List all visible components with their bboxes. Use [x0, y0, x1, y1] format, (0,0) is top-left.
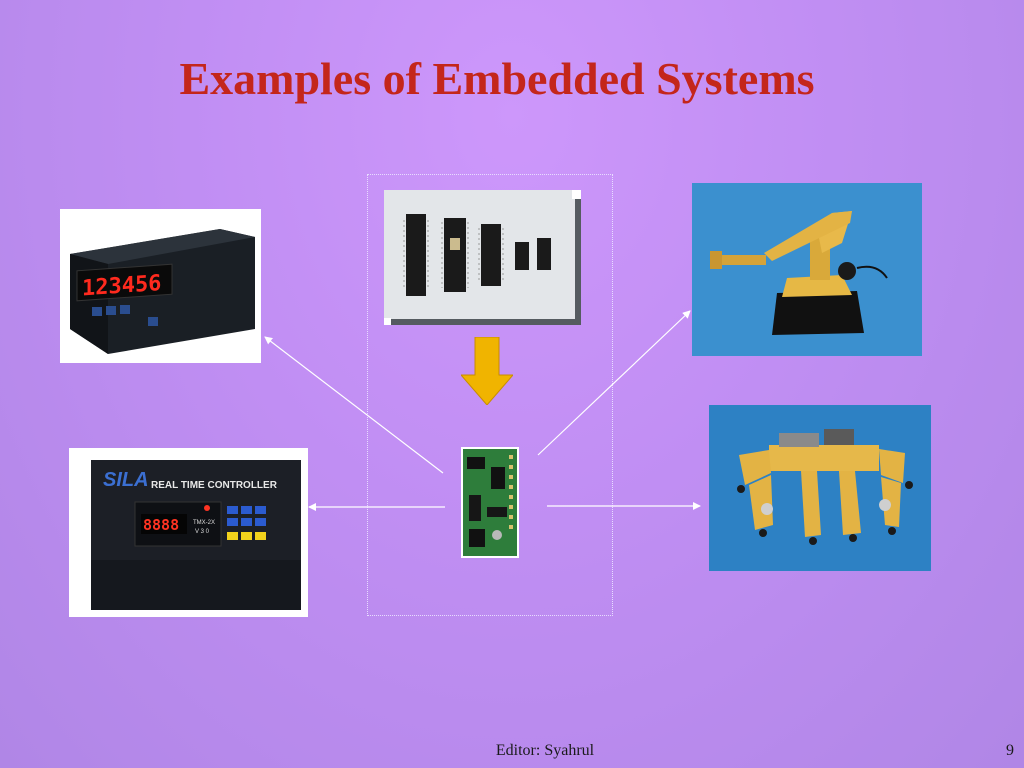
footer-editor: Editor: Syahrul: [495, 742, 595, 759]
controller-display: 8888: [143, 516, 179, 534]
page-number: 9: [1006, 742, 1014, 759]
circuit-board-photo: [461, 447, 519, 558]
memory-chips-photo: [384, 190, 581, 325]
controller-model: TMX-2X: [193, 520, 215, 526]
robot-arm-photo: [692, 183, 922, 356]
controller-photo: SILA REAL TIME CONTROLLER 8888 TMX-2X V …: [69, 448, 308, 617]
panel-meter-display: 123456: [82, 271, 161, 302]
embedded-group-box: [367, 174, 613, 616]
down-arrow-icon: [461, 337, 513, 405]
hexapod-robot-photo: [709, 405, 931, 571]
slide-title: Examples of Embedded Systems: [179, 53, 815, 104]
controller-brand: SILA: [103, 469, 149, 491]
panel-meter-photo: 123456: [60, 209, 261, 363]
controller-model-sub: V 3 0: [195, 529, 210, 535]
controller-label: REAL TIME CONTROLLER: [151, 480, 278, 491]
